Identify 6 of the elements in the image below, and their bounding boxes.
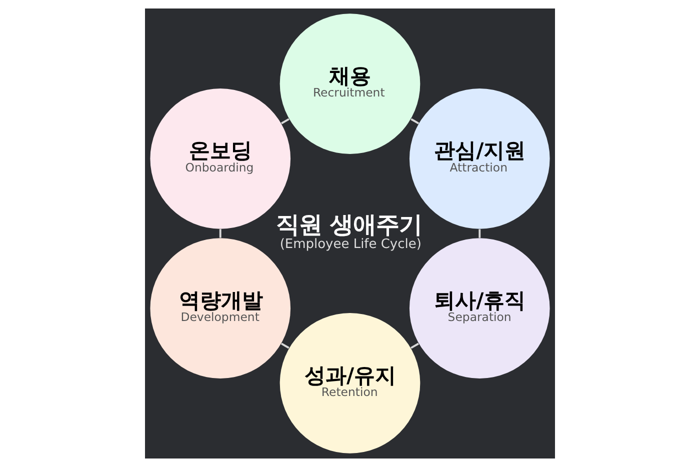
connector bbox=[219, 229, 222, 238]
connector bbox=[410, 118, 420, 124]
connector bbox=[281, 118, 290, 124]
connector bbox=[478, 229, 481, 238]
connector bbox=[410, 342, 420, 349]
connector bbox=[280, 342, 290, 349]
